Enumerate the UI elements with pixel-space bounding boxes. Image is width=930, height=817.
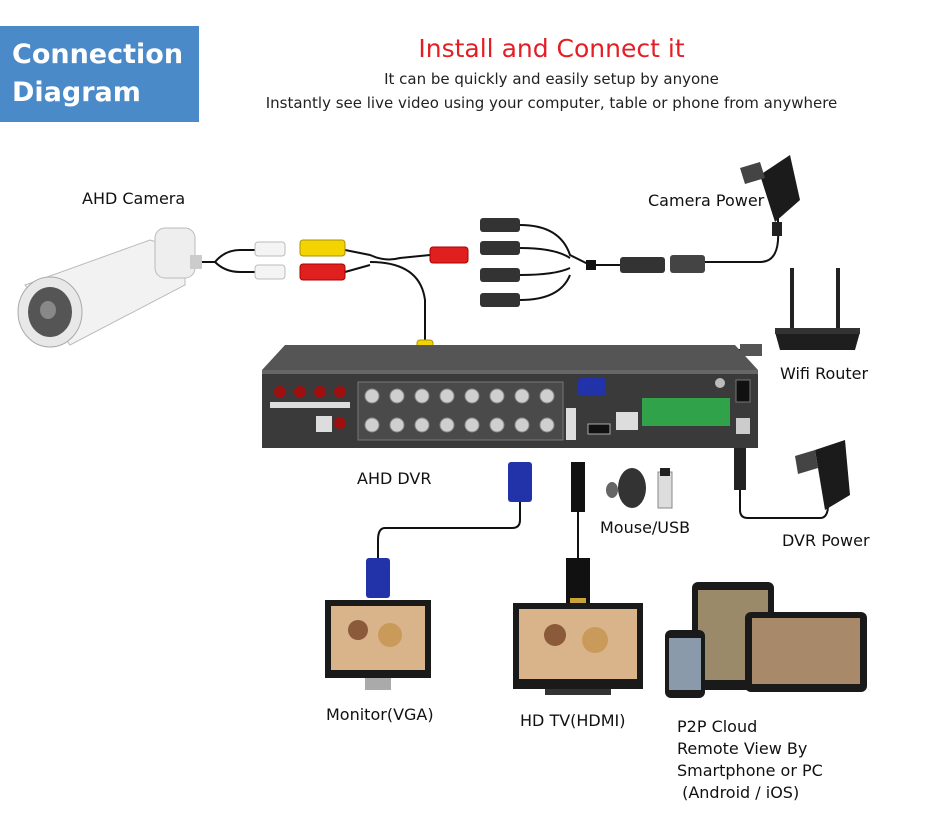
label-ahd-camera: AHD Camera [82, 189, 186, 208]
label-wifi-router: Wifi Router [780, 364, 869, 383]
label-ahd-dvr: AHD DVR [357, 469, 432, 488]
ahd-dvr-icon [262, 345, 758, 448]
label-p2p-line-2: Remote View By [677, 739, 808, 758]
mouse-usb-icon [606, 468, 673, 509]
label-monitor-vga: Monitor(VGA) [326, 705, 434, 724]
dvr-power-adapter-icon [734, 440, 850, 510]
monitor-vga-icon [325, 600, 431, 690]
connection-diagram-badge: Connection Diagram [0, 26, 199, 122]
label-hd-tv-hdmi: HD TV(HDMI) [520, 711, 626, 730]
wifi-router-icon [740, 268, 860, 356]
label-p2p-line-4: (Android / iOS) [677, 783, 800, 802]
badge-line-2: Diagram [12, 77, 141, 108]
ahd-camera-icon [17, 227, 202, 348]
power-splitter-icon [480, 218, 705, 307]
subtitle-line-2: Instantly see live video using your comp… [265, 94, 838, 112]
camera-power-adapter-icon [740, 155, 800, 236]
label-p2p-line-3: Smartphone or PC [677, 761, 823, 780]
badge-line-1: Connection [12, 39, 184, 70]
hd-tv-icon [513, 603, 643, 695]
label-dvr-power: DVR Power [782, 531, 870, 550]
label-camera-power: Camera Power [648, 191, 765, 210]
page-title: Install and Connect it [418, 34, 685, 63]
label-mouse-usb: Mouse/USB [600, 518, 691, 537]
vga-plug-icon [366, 462, 532, 598]
label-p2p-line-1: P2P Cloud [677, 717, 758, 736]
subtitle-line-1: It can be quickly and easily setup by an… [384, 70, 719, 88]
p2p-devices-icon [665, 582, 867, 698]
